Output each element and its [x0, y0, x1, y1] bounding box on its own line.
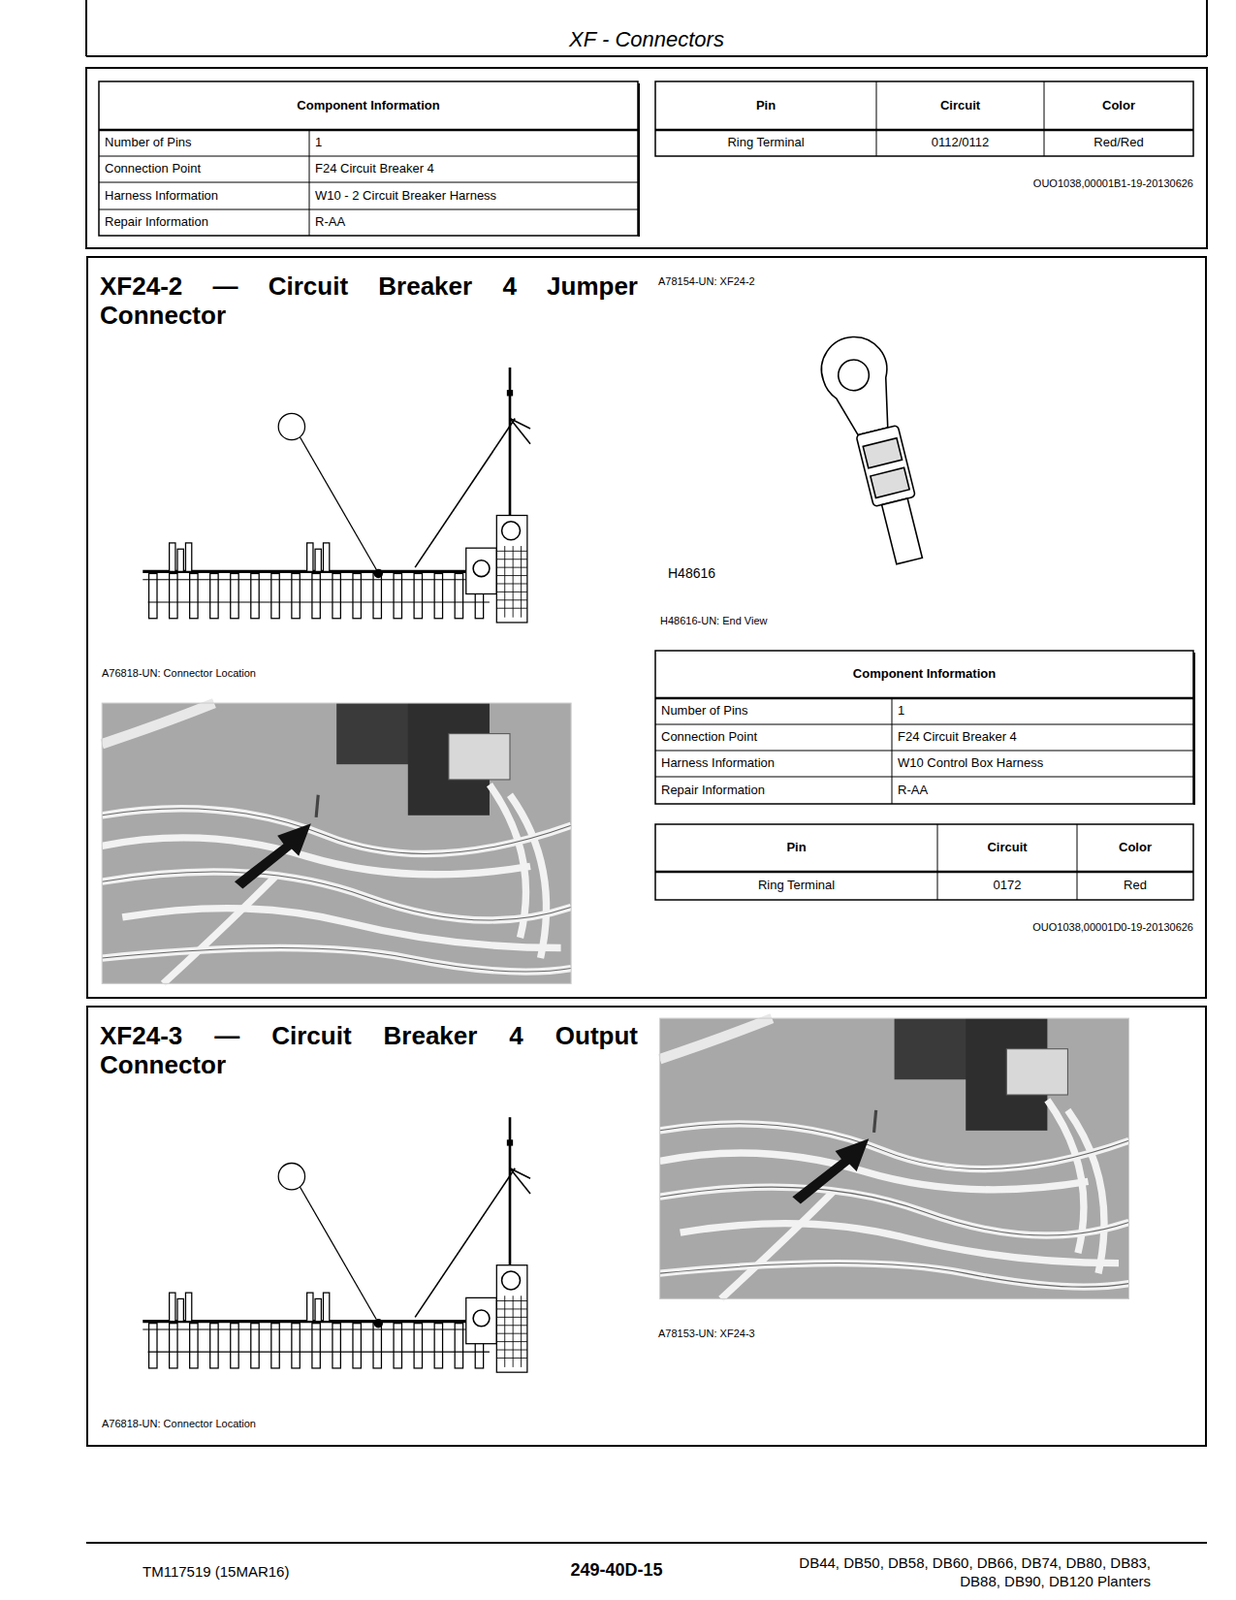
section-heading: XF24-2 — Circuit Breaker 4 Jumper Connec… [99, 271, 638, 330]
label-text: R-AA [891, 776, 1194, 804]
label-text: OUO1038,00001D0-19-20130626 [833, 918, 1200, 936]
label-text: OUO1038,00001B1-19-20130626 [833, 174, 1200, 192]
table-header: Pin [655, 81, 877, 130]
label-text: Red/Red [1044, 129, 1194, 157]
label-text: Repair Information [655, 776, 892, 804]
label-text: Harness Information [655, 750, 892, 777]
label-text: A78154-UN: XF24-2 [652, 273, 963, 289]
label-text: Number of Pins [98, 129, 310, 157]
label-text: F24 Circuit Breaker 4 [891, 724, 1194, 751]
label-text: Connection Point [655, 724, 892, 751]
section-frame: XF24-2 — Circuit Breaker 4 Jumper Connec… [86, 255, 1207, 999]
table-header: Color [1044, 81, 1194, 130]
section-heading: XF24-3 — Circuit Breaker 4 Output Connec… [99, 1020, 638, 1079]
section-frame: XF24-3 — Circuit Breaker 4 Output Connec… [86, 1005, 1207, 1447]
label-text: A76818-UN: Connector Location [95, 1415, 484, 1431]
label-text: H48616 [662, 562, 798, 584]
label-text: 1 [891, 697, 1194, 725]
label-text: Red [1077, 871, 1194, 900]
label-text: W10 - 2 Circuit Breaker Harness [309, 182, 638, 210]
table-header: Pin [655, 824, 938, 872]
label-text: 0112/0112 [876, 129, 1045, 157]
label-text: W10 Control Box Harness [891, 750, 1194, 777]
label-text: Harness Information [98, 182, 310, 210]
label-text: Ring Terminal [655, 871, 938, 900]
table-header: Color [1077, 824, 1194, 872]
label-text: TM117519 (15MAR16) [136, 1560, 389, 1583]
table-header: Component Information [98, 81, 638, 130]
label-text: A78153-UN: XF24-3 [652, 1325, 963, 1341]
label-text: Connection Point [98, 156, 310, 183]
table-header: Component Information [655, 650, 1194, 698]
label-text: R-AA [309, 209, 638, 236]
label-text: 1 [309, 129, 638, 157]
table-header: 249-40D-15 [519, 1558, 714, 1583]
table-header: Circuit [876, 81, 1045, 130]
label-text: A76818-UN: Connector Location [95, 665, 484, 681]
label-text: Number of Pins [655, 697, 892, 725]
label-text: DB44, DB50, DB58, DB60, DB66, DB74, DB80… [762, 1549, 1157, 1594]
label-text: F24 Circuit Breaker 4 [309, 156, 638, 183]
label-text: H48616-UN: End View [654, 612, 965, 629]
label-text: 0172 [937, 871, 1078, 900]
label-text: Repair Information [98, 209, 310, 236]
table-header: Circuit [937, 824, 1078, 872]
label-text: Ring Terminal [655, 129, 877, 157]
page-title: XF - Connectors [86, 27, 1207, 53]
